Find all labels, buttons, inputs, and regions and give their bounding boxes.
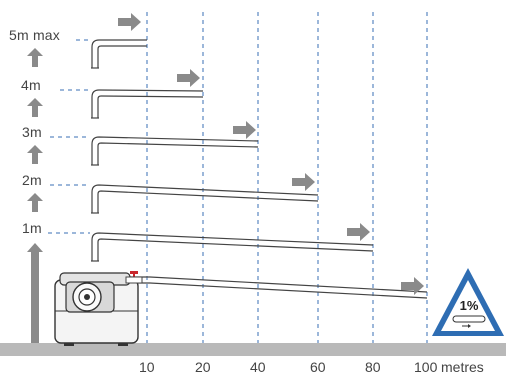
distance-tick-40: 40 <box>250 359 266 375</box>
height-arrows <box>27 48 43 343</box>
flow-arrow-80 <box>347 223 370 241</box>
flow-arrow-40 <box>233 121 256 139</box>
height-arrow-5 <box>27 48 43 67</box>
height-label-1m: 1m <box>22 220 42 236</box>
height-arrow-4 <box>27 98 43 117</box>
distance-tick-100: 100 <box>414 359 438 375</box>
slope-sign-label: 1% <box>460 298 479 313</box>
pump-unit <box>54 271 143 346</box>
sign-pipe-icon <box>452 315 486 328</box>
ground-strip <box>0 343 506 356</box>
flow-arrow-100 <box>401 277 424 295</box>
height-arrow-2 <box>27 193 43 212</box>
pipe-runs <box>91 39 428 299</box>
height-label-3m: 3m <box>22 124 42 140</box>
height-label-4m: 4m <box>21 77 41 93</box>
pipe-run-3m <box>91 136 259 165</box>
height-arrow-1 <box>27 243 43 343</box>
flow-arrow-60 <box>292 173 315 191</box>
pipe-run-ground <box>128 276 428 299</box>
pipe-run-5m <box>91 39 147 68</box>
height-label-5m: 5m max <box>9 27 60 43</box>
pump-outlet-valve <box>130 271 138 274</box>
distance-tick-20: 20 <box>195 359 211 375</box>
pipe-run-2m <box>91 184 319 213</box>
slope-warning-sign: 1% <box>432 268 504 336</box>
pipe-run-4m <box>91 89 204 118</box>
distance-tick-60: 60 <box>310 359 326 375</box>
height-leaders <box>48 39 90 234</box>
height-arrow-3 <box>27 145 43 164</box>
distance-guides <box>146 12 428 343</box>
distance-tick-10: 10 <box>139 359 155 375</box>
distance-tick-80: 80 <box>365 359 381 375</box>
pipe-run-1m <box>91 232 374 261</box>
distance-unit-label: metres <box>441 359 484 375</box>
flow-arrows <box>118 13 424 295</box>
flow-arrow-10 <box>118 13 141 31</box>
flow-arrow-20 <box>177 69 200 87</box>
height-label-2m: 2m <box>22 172 42 188</box>
